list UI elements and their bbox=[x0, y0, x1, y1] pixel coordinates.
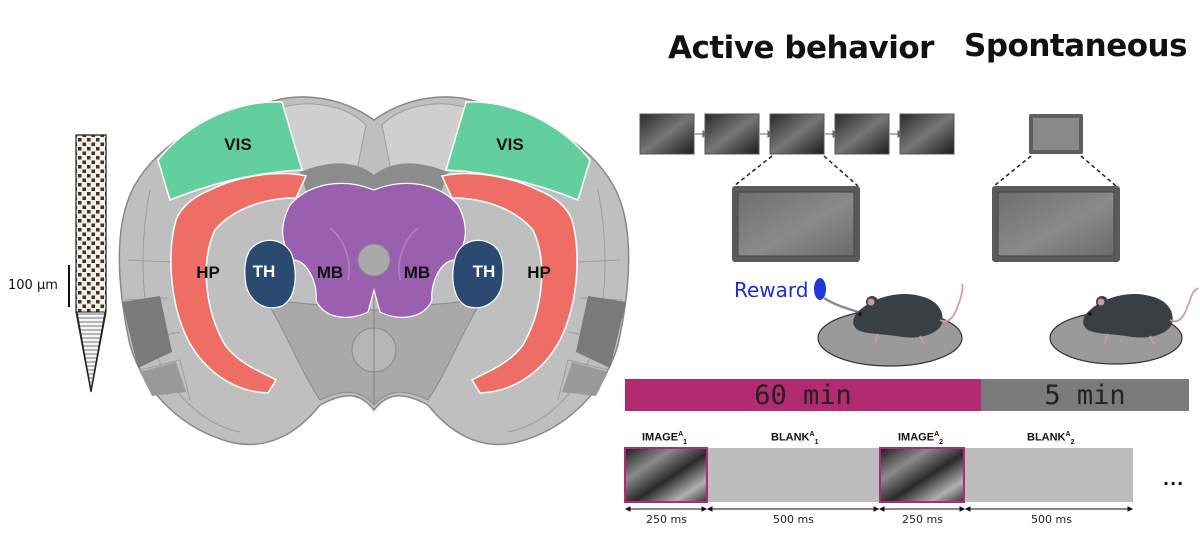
vis-left-label: VIS bbox=[224, 135, 251, 154]
image-sequence bbox=[639, 113, 955, 155]
th-left-region bbox=[244, 239, 296, 309]
trial-timeline bbox=[624, 447, 1134, 512]
mouse-icon bbox=[853, 283, 964, 345]
duration-label-image-2: 250 ms bbox=[902, 513, 943, 526]
th-right-label: TH bbox=[473, 262, 496, 281]
reward-label: Reward bbox=[734, 278, 809, 302]
duration-label-blank-1: 500 ms bbox=[773, 513, 814, 526]
vis-left-region bbox=[157, 101, 303, 202]
duration-label-blank-2: 500 ms bbox=[1031, 513, 1072, 526]
hp-left-label: HP bbox=[196, 263, 220, 282]
timeline-label-blank-1: BLANKA1 bbox=[771, 431, 819, 446]
active-duration-bar: 60 min bbox=[625, 379, 981, 411]
active-monitor-icon bbox=[732, 186, 860, 262]
mouse-icon bbox=[1083, 287, 1199, 345]
th-left-label: TH bbox=[253, 262, 276, 281]
task-schematic bbox=[639, 113, 1199, 367]
stimulus-thumbnail bbox=[834, 113, 890, 155]
active-behavior-title: Active behavior bbox=[668, 30, 934, 66]
vis-right-label: VIS bbox=[496, 135, 523, 154]
image-stimulus-block bbox=[624, 447, 708, 503]
timeline-label-image-2: IMAGEA2 bbox=[898, 431, 944, 446]
stimulus-thumbnail bbox=[704, 113, 760, 155]
mb-right-label: MB bbox=[404, 263, 430, 282]
timeline-label-image-1: IMAGEA1 bbox=[642, 431, 688, 446]
hp-right-label: HP bbox=[527, 263, 551, 282]
stimulus-thumbnail bbox=[639, 113, 695, 155]
duration-label-image-1: 250 ms bbox=[646, 513, 687, 526]
image-stimulus-block bbox=[879, 447, 965, 503]
th-right-region bbox=[452, 239, 504, 309]
spontaneous-duration-bar: 5 min bbox=[981, 379, 1189, 411]
stimulus-thumbnail bbox=[899, 113, 955, 155]
neuropixels-probe-icon bbox=[75, 134, 107, 393]
hp-right-region bbox=[440, 172, 578, 394]
timeline-label-blank-2: BLANKA2 bbox=[1027, 431, 1075, 446]
continuation-ellipsis: ... bbox=[1163, 470, 1185, 489]
hp-left-region bbox=[170, 172, 308, 394]
vis-right-region bbox=[445, 101, 591, 202]
brain-panel: VIS VIS HP HP TH TH MB MB bbox=[68, 96, 630, 446]
stimulus-thumbnail bbox=[769, 113, 825, 155]
reward-droplet-icon bbox=[814, 278, 826, 300]
spontaneous-title: Spontaneous bbox=[964, 28, 1188, 64]
scale-label: 100 µm bbox=[8, 278, 58, 293]
mb-left-label: MB bbox=[317, 263, 343, 282]
spontaneous-monitor-icon bbox=[992, 186, 1120, 262]
